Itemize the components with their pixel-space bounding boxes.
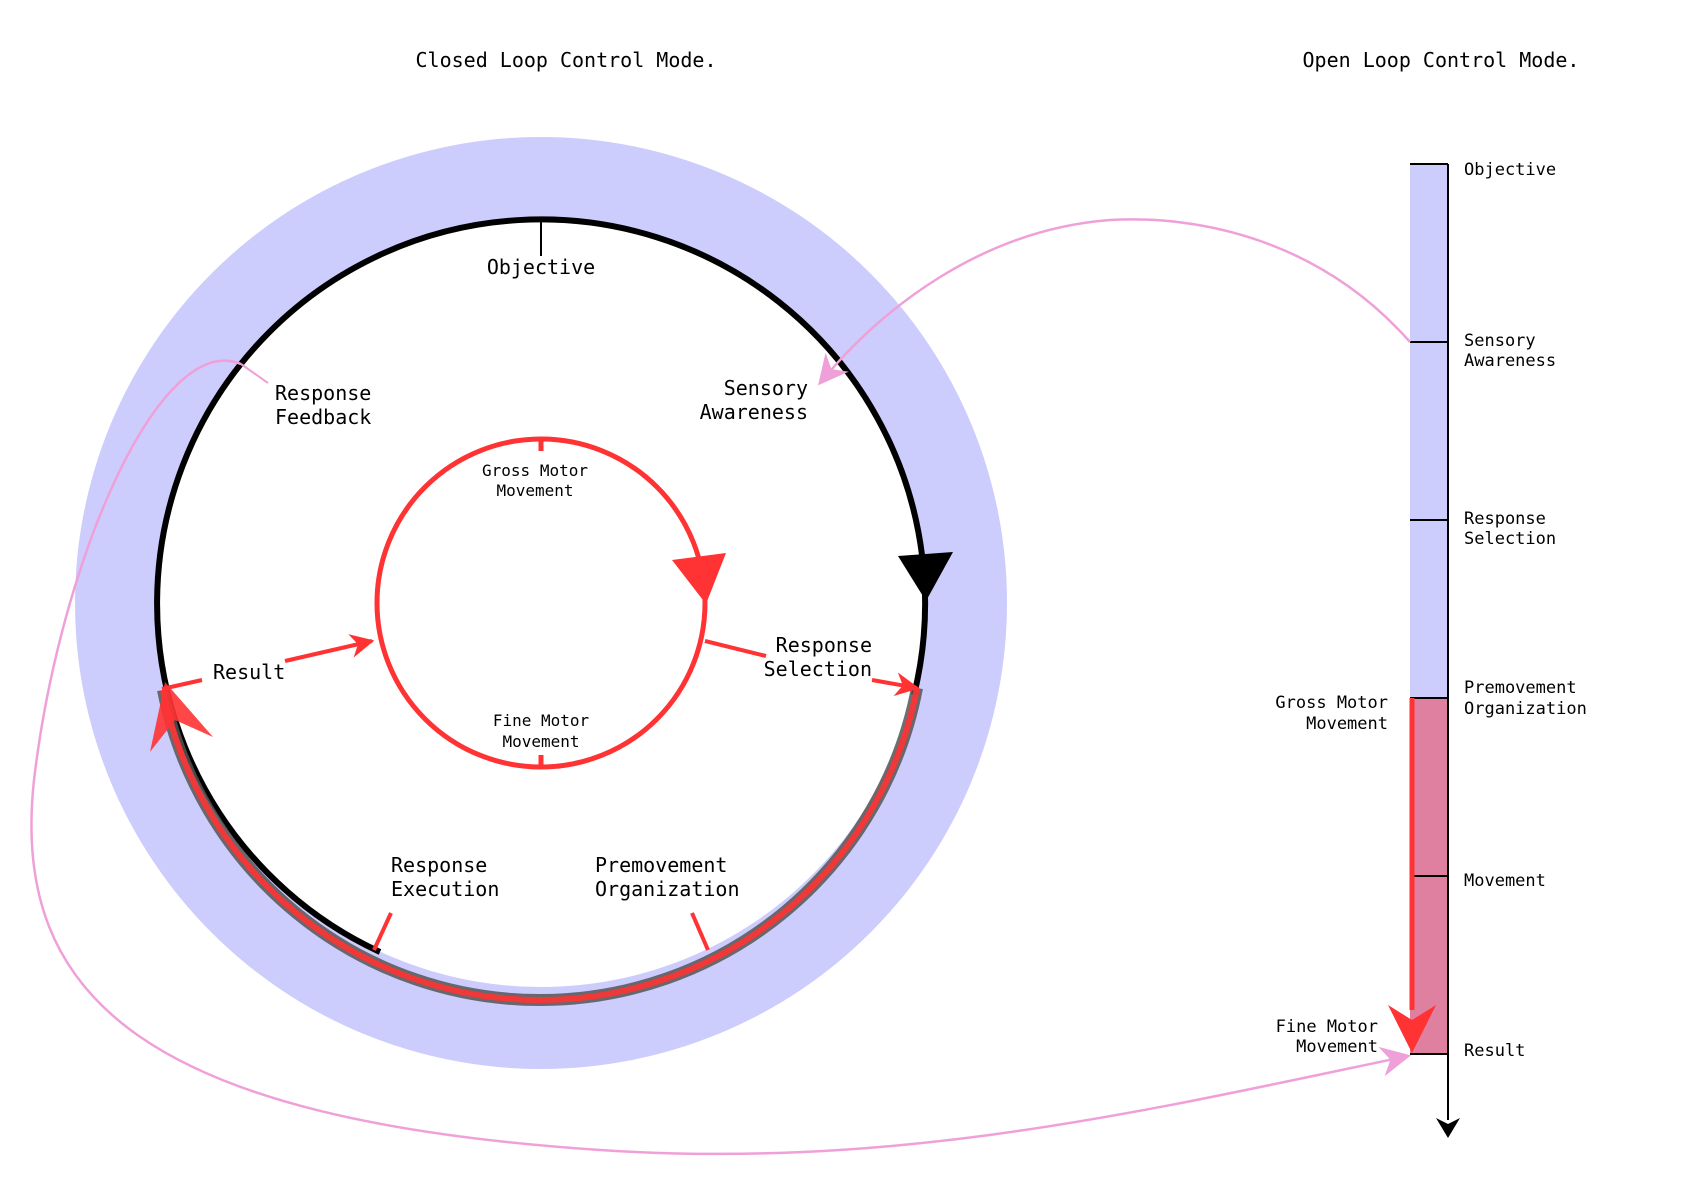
open-label-movement: Movement	[1464, 871, 1546, 891]
open-loop-axis-arrow	[1436, 1118, 1460, 1138]
open-label-result: Result	[1464, 1041, 1525, 1061]
premovement-tick	[690, 912, 710, 951]
label-sensory-1: Sensory	[724, 376, 808, 400]
label-feedback-2: Feedback	[275, 405, 371, 429]
inner-to-selection-b	[871, 672, 920, 697]
open-loop-title: Open Loop Control Mode.	[1303, 48, 1580, 72]
execution-tick	[372, 912, 393, 951]
label-result: Result	[213, 660, 285, 684]
label-sensory-2: Awareness	[700, 400, 808, 424]
label-premovement-1: Premovement	[595, 853, 727, 877]
label-premovement-2: Organization	[595, 877, 740, 901]
label-feedback-1: Response	[275, 381, 371, 405]
open-label-gross-1: Gross Motor	[1275, 693, 1388, 713]
black-loop-arc	[154, 216, 929, 955]
open-loop-red-arrow-head	[1388, 1005, 1436, 1053]
label-fine-2: Movement	[502, 732, 579, 751]
open-label-sensory-1: Sensory	[1464, 331, 1536, 351]
open-loop-diagram: Objective Sensory Awareness Response Sel…	[1275, 160, 1587, 1138]
open-label-gross-2: Movement	[1306, 714, 1388, 734]
inner-to-selection-a	[704, 639, 767, 658]
open-label-selection-2: Selection	[1464, 529, 1556, 549]
feedback-tick	[240, 363, 269, 384]
closed-loop-diagram: Objective Sensory Awareness Response Sel…	[75, 137, 1007, 1069]
label-selection-2: Selection	[764, 657, 872, 681]
label-gross-1: Gross Motor	[482, 461, 588, 480]
black-arrow-head	[898, 552, 953, 601]
feedback-connector	[30, 359, 1411, 1156]
label-execution-1: Response	[391, 853, 487, 877]
open-label-premovement-1: Premovement	[1464, 678, 1577, 698]
inner-white-disc	[157, 219, 925, 987]
open-label-fine-1: Fine Motor	[1276, 1017, 1378, 1037]
result-arrow-head	[150, 682, 213, 752]
open-loop-band	[1410, 164, 1448, 698]
open-label-premovement-2: Organization	[1464, 699, 1587, 719]
movement-arc	[160, 687, 920, 1003]
open-label-sensory-2: Awareness	[1464, 351, 1556, 371]
label-selection-1: Response	[776, 633, 872, 657]
result-tick	[161, 678, 203, 691]
open-label-objective: Objective	[1464, 160, 1556, 180]
sensory-connector	[818, 218, 1411, 386]
open-label-selection-1: Response	[1464, 509, 1546, 529]
result-to-inner-arrow	[284, 634, 375, 663]
label-objective: Objective	[487, 255, 595, 279]
label-gross-2: Movement	[496, 481, 573, 500]
label-execution-2: Execution	[391, 877, 499, 901]
closed-loop-title: Closed Loop Control Mode.	[415, 48, 716, 72]
inner-arrow-head	[672, 553, 726, 604]
open-label-fine-2: Movement	[1296, 1037, 1378, 1057]
label-fine-1: Fine Motor	[493, 711, 590, 730]
